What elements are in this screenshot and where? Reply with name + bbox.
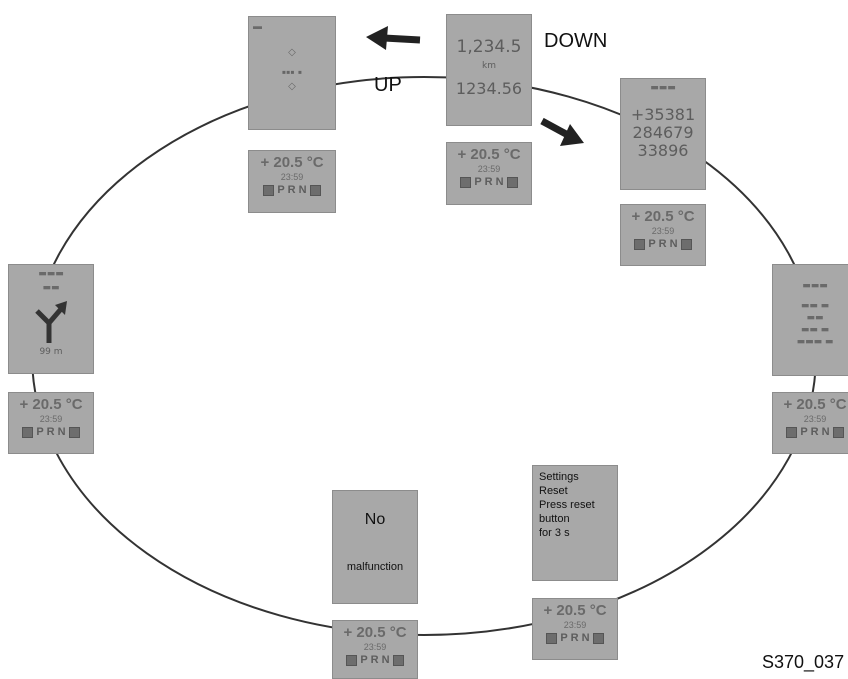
gear-indicator: P R N <box>621 237 705 251</box>
temperature: + 20.5 °C <box>783 396 847 413</box>
clock: 23:59 <box>563 620 587 630</box>
trip-data-line: ▬▬▬ ▬ <box>796 337 834 347</box>
menu-item-current: ▪▪▪ ▪ <box>281 65 303 79</box>
odometer-value: 1,234.5 <box>456 37 522 57</box>
phone-number-line-3: 33896 <box>637 141 689 160</box>
status-block-left: + 20.5 °C 23:59 P R N <box>8 392 94 454</box>
indicator-icon <box>22 426 34 438</box>
clock: 23:59 <box>803 414 827 424</box>
gear-letters: P R N <box>648 238 678 250</box>
clock: 23:59 <box>477 164 501 174</box>
screen-header: ▬▬▬ <box>650 83 676 93</box>
menu-screen-top-left: ▬ ◇ ▪▪▪ ▪ ◇ <box>248 16 336 130</box>
indicator-icon <box>546 632 558 644</box>
gear-indicator: P R N <box>333 653 417 667</box>
status-block-bottom-center: + 20.5 °C 23:59 P R N <box>332 620 418 679</box>
screen-header: ▬ <box>253 21 262 31</box>
indicator-icon <box>592 632 604 644</box>
temperature: + 20.5 °C <box>457 146 521 163</box>
indicator-icon <box>680 238 692 250</box>
phone-number-line-1: +35381 <box>630 105 696 124</box>
settings-line-5: for 3 s <box>539 527 570 539</box>
status-block-right: + 20.5 °C 23:59 P R N <box>772 392 848 454</box>
trip-data-screen: ▬▬▬ ▬▬ ▬ ▬▬ ▬▬ ▬ ▬▬▬ ▬ <box>772 264 848 376</box>
gear-letters: P R N <box>560 632 590 644</box>
indicator-icon <box>832 426 844 438</box>
indicator-icon <box>786 426 798 438</box>
trip-data-line: ▬▬ ▬ <box>800 325 830 335</box>
temperature: + 20.5 °C <box>260 154 324 171</box>
gear-indicator: P R N <box>447 175 531 189</box>
indicator-icon <box>68 426 80 438</box>
odometer-unit: km <box>482 61 496 71</box>
indicator-icon <box>309 184 321 196</box>
temperature: + 20.5 °C <box>19 396 83 413</box>
clock: 23:59 <box>363 642 387 652</box>
malfunction-subtitle: malfunction <box>346 561 404 573</box>
clock: 23:59 <box>651 226 675 236</box>
status-block-top-center: + 20.5 °C 23:59 P R N <box>446 142 532 205</box>
temperature: + 20.5 °C <box>631 208 695 225</box>
trip-data-line: ▬▬ ▬ <box>800 301 830 311</box>
indicator-icon <box>460 176 472 188</box>
temperature: + 20.5 °C <box>343 624 407 641</box>
down-arrow-icon <box>540 117 584 146</box>
temperature: + 20.5 °C <box>543 602 607 619</box>
gear-indicator: P R N <box>533 631 617 645</box>
status-block-top-right: + 20.5 °C 23:59 P R N <box>620 204 706 266</box>
settings-screen: Settings Reset Press reset button for 3 … <box>532 465 618 581</box>
indicator-icon <box>392 654 404 666</box>
up-label: UP <box>374 74 402 96</box>
settings-line-1: Settings <box>539 471 579 483</box>
screen-header: ▬▬▬ <box>38 269 64 279</box>
scroll-down-icon: ◇ <box>288 81 296 92</box>
indicator-icon <box>263 184 275 196</box>
indicator-icon <box>634 238 646 250</box>
gear-letters: P R N <box>277 184 307 196</box>
figure-id: S370_037 <box>762 652 845 672</box>
gear-letters: P R N <box>474 176 504 188</box>
navigation-screen: ▬▬▬ ▬▬ 99 m <box>8 264 94 374</box>
trip-data-line: ▬▬ <box>806 313 824 323</box>
settings-line-3: Press reset <box>539 499 595 511</box>
status-block-top-left: + 20.5 °C 23:59 P R N <box>248 150 336 213</box>
turn-right-icon <box>35 301 67 343</box>
malfunction-title: No <box>364 511 386 528</box>
gear-indicator: P R N <box>249 183 335 197</box>
scroll-up-icon: ◇ <box>288 47 296 58</box>
gear-letters: P R N <box>800 426 830 438</box>
indicator-icon <box>506 176 518 188</box>
clock: 23:59 <box>39 414 63 424</box>
screen-header: ▬▬▬ <box>802 281 828 291</box>
trip-screen: 1,234.5 km 1234.56 <box>446 14 532 126</box>
turn-distance: 99 m <box>39 347 63 357</box>
up-arrow-icon <box>366 26 421 50</box>
gear-indicator: P R N <box>9 425 93 439</box>
phone-screen: ▬▬▬ +35381 284679 33896 <box>620 78 706 190</box>
malfunction-screen: No malfunction <box>332 490 418 604</box>
settings-line-2: Reset <box>539 485 568 497</box>
street-name: ▬▬ <box>42 283 60 293</box>
clock: 23:59 <box>280 172 304 182</box>
settings-line-4: button <box>539 513 570 525</box>
status-block-bottom-right: + 20.5 °C 23:59 P R N <box>532 598 618 660</box>
gear-letters: P R N <box>36 426 66 438</box>
down-label: DOWN <box>544 30 608 52</box>
gear-letters: P R N <box>360 654 390 666</box>
indicator-icon <box>346 654 358 666</box>
phone-number-line-2: 284679 <box>632 123 694 142</box>
gear-indicator: P R N <box>773 425 848 439</box>
trip-value: 1234.56 <box>455 79 523 98</box>
